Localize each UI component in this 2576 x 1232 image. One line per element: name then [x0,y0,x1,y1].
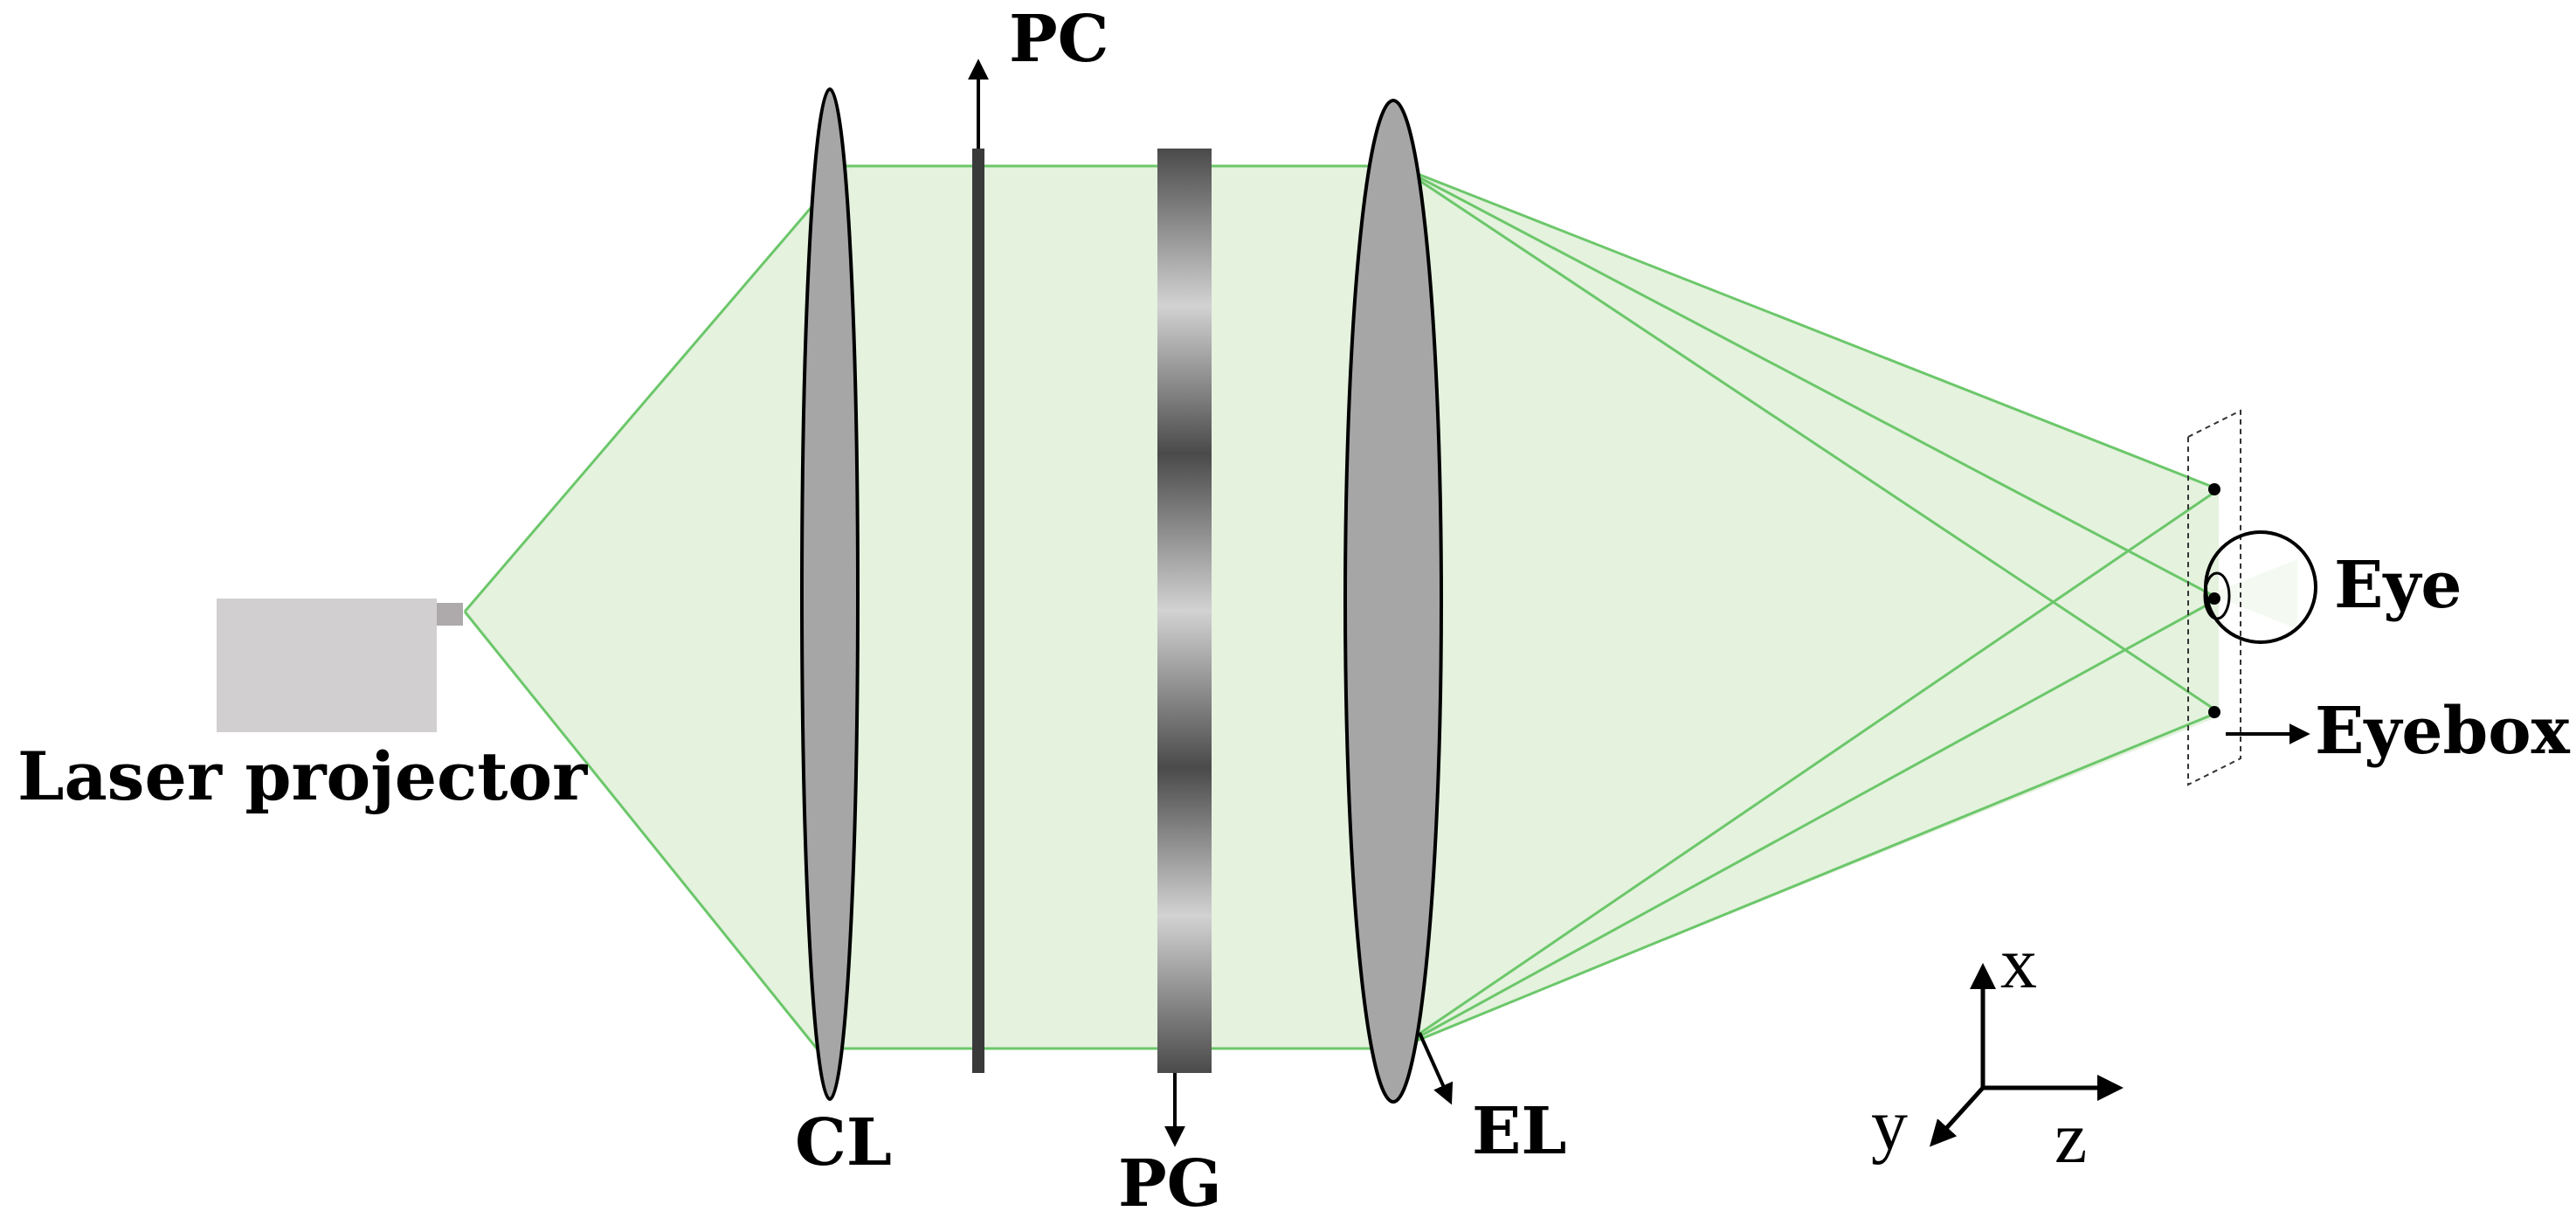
collimating-lens [800,87,860,1101]
pc-label: PC [1009,2,1109,77]
converging-beam [1398,166,2219,1049]
axis-z-label: z [2055,1097,2087,1179]
cl-label: CL [795,1105,892,1180]
pc-plate [972,149,984,1073]
pg-label: PG [1118,1146,1222,1222]
pg-grating [1157,149,1212,1073]
laser-projector-label: Laser projector [17,737,588,815]
diverging-beam [465,201,817,1049]
beam-rays [463,164,2220,1050]
eyebox-point-bottom [2208,706,2220,718]
axis-x-label: x [2000,923,2037,1004]
eye-pupil-icon [2208,592,2220,605]
collimated-beam [817,166,1371,1049]
coordinate-axes [1929,963,2124,1147]
laser-projector-nozzle [437,603,463,626]
eye-label: Eye [2334,548,2462,623]
eyebox-label: Eyebox [2315,694,2571,769]
el-label: EL [1472,1094,1566,1169]
axis-y-label: y [1871,1084,1908,1166]
eyebox-plane [2187,409,2241,786]
eyepiece-lens [1343,99,1443,1104]
el-arrow [1418,1032,1454,1105]
eyebox-point-top [2208,483,2220,495]
eye-lens-icon [2203,571,2231,620]
laser-projector-body [217,599,437,732]
eye-cone [2210,559,2297,629]
